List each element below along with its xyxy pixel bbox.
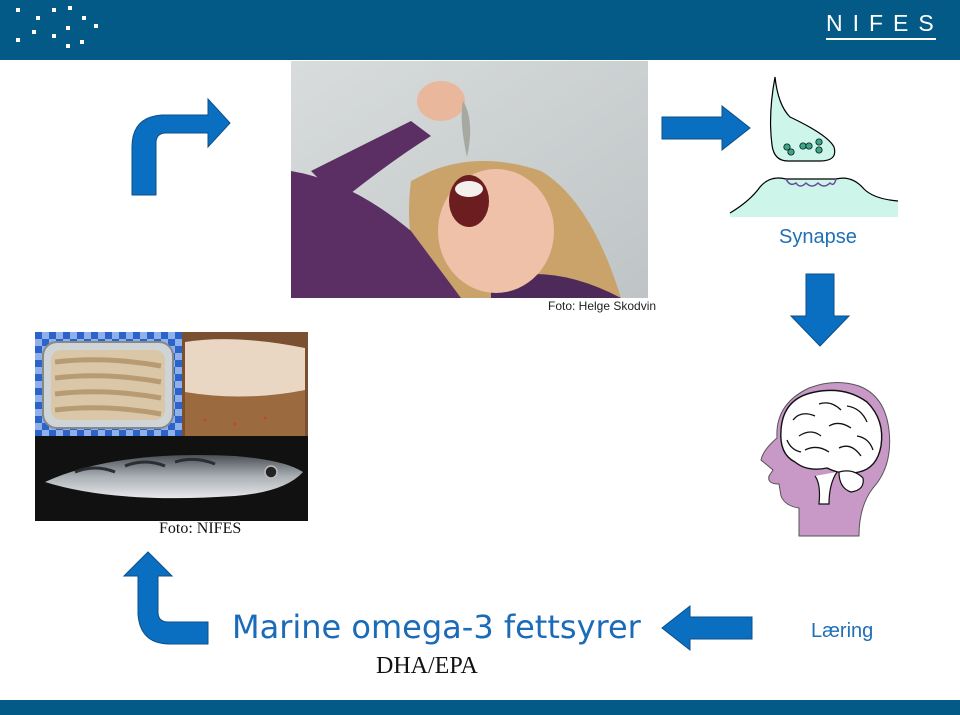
child-eating-fish-photo (291, 61, 648, 298)
footer-bar (0, 700, 960, 715)
fish-collage-photo-icon (35, 332, 308, 521)
logo-underline (826, 38, 936, 40)
photo-caption-fish: Foto: NIFES (159, 520, 242, 537)
curved-arrow-left-up-icon (122, 551, 209, 645)
header-bar: NIFES (0, 0, 960, 60)
omega3-title: Marine omega-3 fettsyrer (232, 608, 641, 646)
dot-pattern-logo-icon (16, 6, 98, 48)
learning-label: Læring (811, 620, 874, 642)
arrow-right-top-icon (661, 104, 751, 152)
arrow-down-icon (789, 273, 851, 347)
dha-epa-subtitle: DHA/EPA (376, 653, 478, 679)
arrow-left-bottom-icon (661, 604, 753, 652)
brain-head-illustration-icon (760, 382, 891, 537)
curved-arrow-up-right-icon (131, 97, 231, 196)
synapse-illustration-icon (729, 76, 899, 217)
child-photo-icon (291, 61, 648, 298)
synapse-label: Synapse (779, 226, 857, 248)
photo-caption-child: Foto: Helge Skodvin (548, 299, 657, 313)
fish-food-collage (35, 332, 308, 521)
nifes-logo: NIFES (826, 10, 944, 36)
